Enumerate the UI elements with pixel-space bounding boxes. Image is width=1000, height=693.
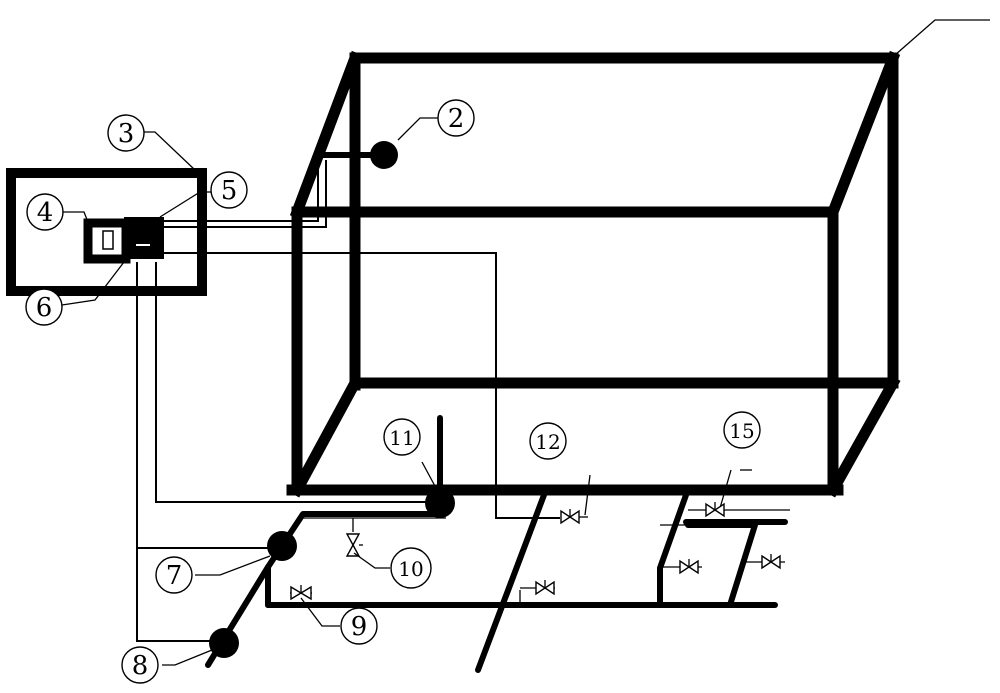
leader-7 — [195, 555, 271, 576]
valve-9-left — [290, 585, 303, 601]
callout-9-text: 9 — [351, 612, 368, 642]
tank-leader-line — [894, 19, 990, 56]
pipe-12-diagonal — [475, 492, 547, 673]
main-inlet-pipe — [205, 511, 445, 668]
label-15-leader — [719, 469, 732, 509]
valve-far-right-right — [769, 554, 781, 570]
callout-7: 7 — [155, 556, 193, 594]
leader-11 — [421, 461, 437, 489]
callout-3-text: 3 — [118, 119, 135, 149]
wire-to-sensor-2-a — [160, 160, 319, 222]
valve-right-mid-left — [679, 559, 691, 575]
valve-right-mid-right — [687, 559, 699, 575]
valve-12-upper-left — [560, 509, 572, 525]
signal-wiring — [136, 160, 560, 642]
callout-6-text: 6 — [36, 293, 53, 323]
callout-8: 8 — [121, 646, 159, 684]
callout-5-text: 5 — [221, 176, 238, 206]
leader-9 — [300, 597, 340, 627]
callout-12-text: 12 — [535, 430, 560, 454]
leader-4 — [62, 211, 89, 223]
valve-12-lower-left — [535, 580, 547, 596]
valve-far-right-left — [761, 554, 773, 570]
callout-2-text: 2 — [448, 104, 465, 134]
wire-to-sensor-8 — [136, 262, 215, 642]
valve-right-mid — [662, 559, 702, 575]
control-box-frame — [6, 168, 207, 296]
wire-to-sensor-11 — [155, 262, 430, 503]
tank-top-left-diagonal — [289, 50, 363, 220]
valves — [290, 502, 785, 601]
tank-bottom-right-diagonal — [825, 375, 901, 498]
valve-15 — [705, 502, 725, 518]
sensor-2-body — [370, 141, 398, 169]
valve-12-upper — [560, 509, 588, 525]
callout-12: 12 — [529, 422, 567, 460]
wire-to-sensor-2-b — [160, 160, 327, 228]
valve-10-lower — [345, 543, 361, 557]
callout-15: 15 — [723, 411, 761, 449]
leader-2 — [397, 117, 438, 141]
sensor-2-assembly — [319, 117, 438, 169]
callout-9: 9 — [340, 607, 378, 645]
callout-8-text: 8 — [132, 651, 149, 681]
pipe-network — [205, 469, 790, 673]
callout-11-text: 11 — [389, 426, 414, 450]
callout-4-text: 4 — [37, 198, 54, 228]
leader-8 — [162, 649, 213, 666]
right-branch-pipe — [657, 492, 689, 608]
valve-15-left — [705, 502, 717, 518]
wire-to-pipe-12 — [160, 252, 560, 519]
valve-10 — [345, 518, 363, 557]
callout-6: 6 — [25, 288, 63, 326]
valve-9-right — [299, 585, 312, 601]
leader-5 — [159, 191, 212, 218]
callout-10-text: 10 — [398, 557, 423, 581]
valve-9 — [290, 585, 312, 601]
callout-2: 2 — [437, 99, 475, 137]
tank-bottom-left-diagonal — [289, 375, 363, 498]
module-4-window — [102, 230, 114, 250]
callout-7-text: 7 — [166, 561, 183, 591]
sensor-7-body — [267, 531, 297, 561]
leader-10 — [353, 552, 390, 569]
tank-frame — [286, 50, 901, 498]
callout-10: 10 — [390, 547, 432, 589]
valve-12-lower — [520, 580, 555, 596]
tank-top-right-diagonal — [825, 50, 901, 220]
control-box-3 — [6, 131, 212, 306]
valve-12-upper-right — [568, 509, 580, 525]
sensor-8-body — [209, 628, 239, 658]
valve-15-right — [713, 502, 725, 518]
callout-11: 11 — [383, 418, 421, 456]
valve-10-upper — [345, 533, 361, 547]
pipe-12-branch-stub — [584, 474, 591, 516]
controller-5-6 — [124, 217, 164, 259]
valve-12-lower-right — [543, 580, 555, 596]
sensor-11-body — [425, 488, 455, 518]
callout-5: 5 — [210, 171, 248, 209]
valve-far-right — [745, 554, 785, 570]
callout-3: 3 — [107, 114, 145, 152]
callout-4: 4 — [26, 193, 64, 231]
leader-6 — [61, 261, 125, 306]
callout-15-text: 15 — [729, 419, 754, 443]
leader-3 — [142, 131, 196, 171]
sensor-11-assembly — [421, 415, 455, 518]
